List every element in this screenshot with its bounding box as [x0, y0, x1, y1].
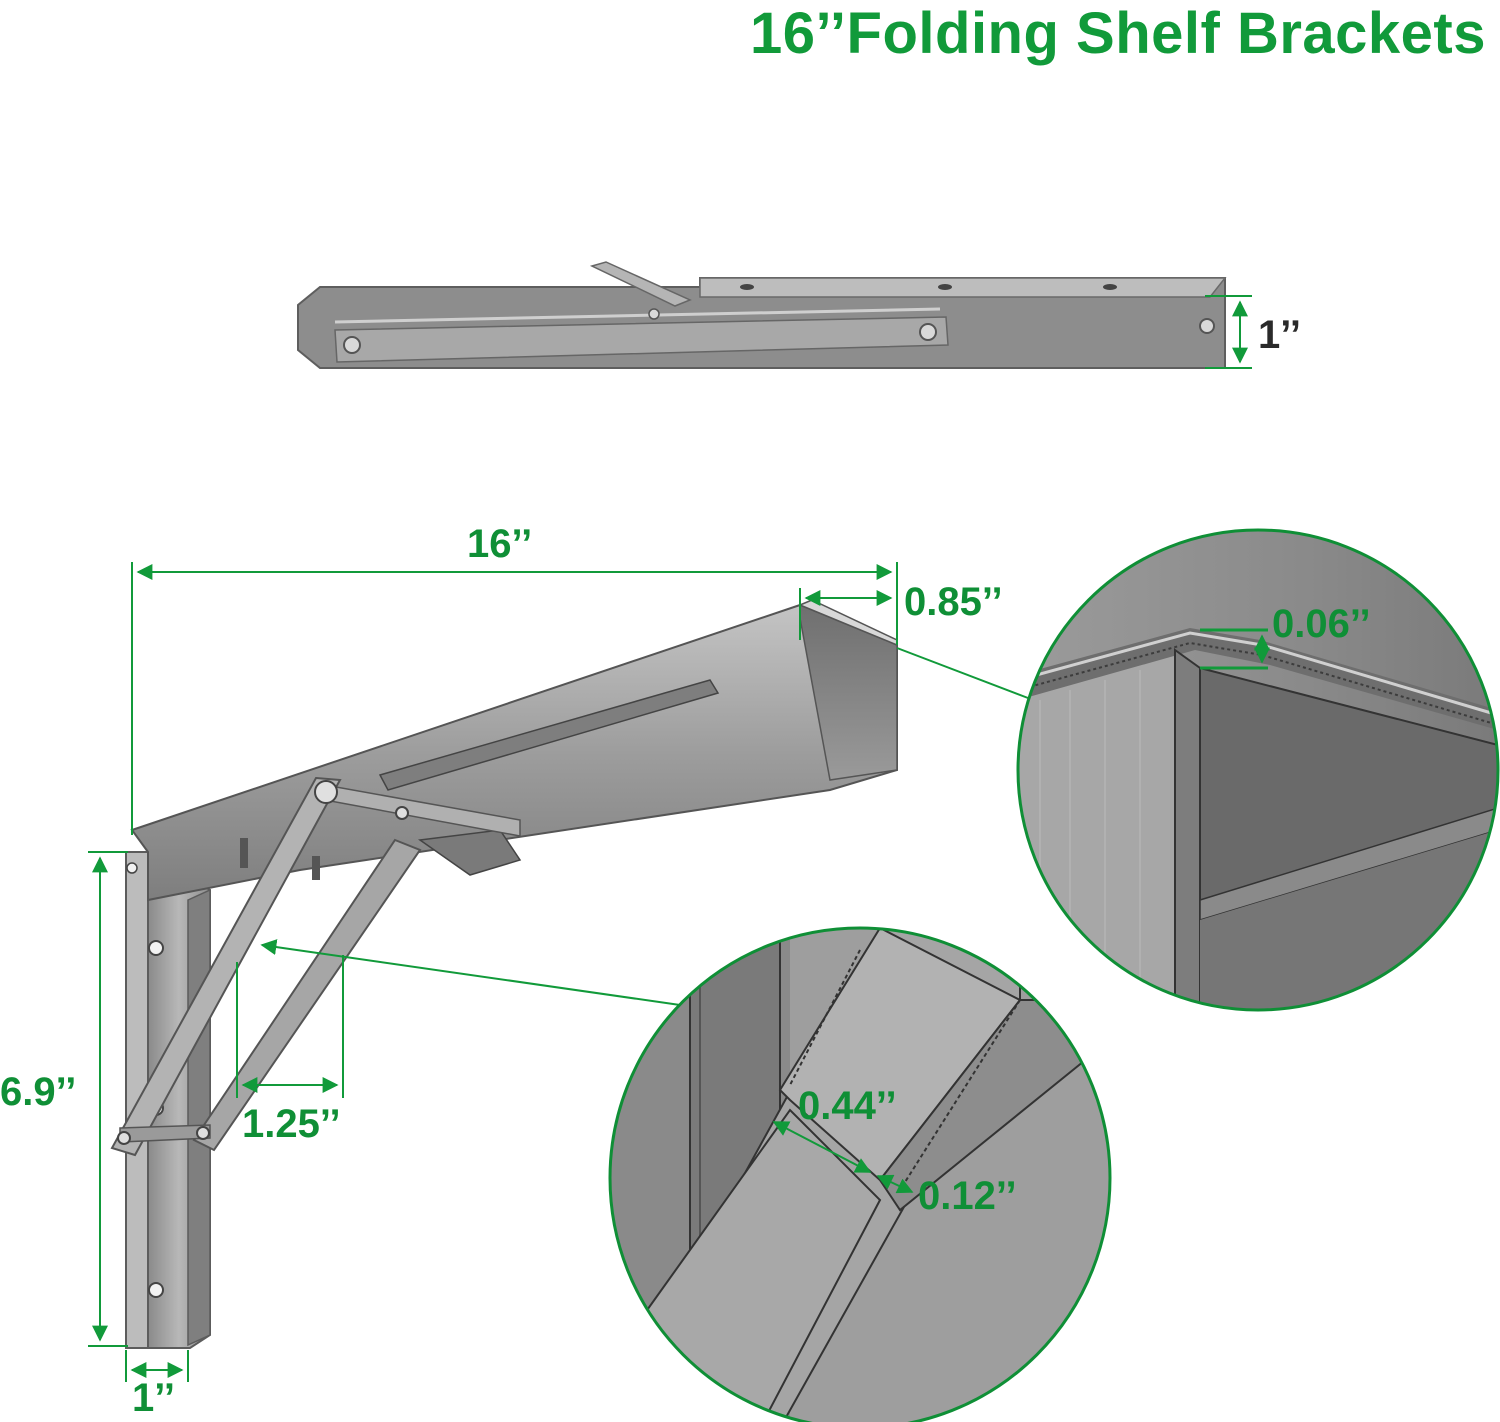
dim-length: 16’’ — [467, 522, 533, 566]
open-bracket — [88, 562, 1029, 1382]
magnifier-thickness — [1016, 528, 1500, 1012]
dim-channel-width: 0.85’’ — [904, 580, 1003, 624]
dim-brace-depth: 0.12’’ — [918, 1174, 1017, 1218]
dim-thickness: 0.06’’ — [1272, 602, 1371, 646]
dim-brace-spacing: 1.25’’ — [242, 1102, 341, 1146]
page-title: 16’’Folding Shelf Brackets — [749, 1, 1486, 66]
folded-bracket — [297, 261, 1252, 369]
dim-brace-width: 0.44’’ — [798, 1084, 897, 1128]
rivet-icon — [343, 284, 1215, 354]
magnifier-brace — [608, 926, 1112, 1422]
dim-height: 6.9’’ — [0, 1070, 77, 1114]
dim-base-width: 1’’ — [132, 1376, 175, 1420]
dim-folded-height: 1’’ — [1258, 313, 1301, 357]
pivot-icon — [117, 780, 409, 1145]
